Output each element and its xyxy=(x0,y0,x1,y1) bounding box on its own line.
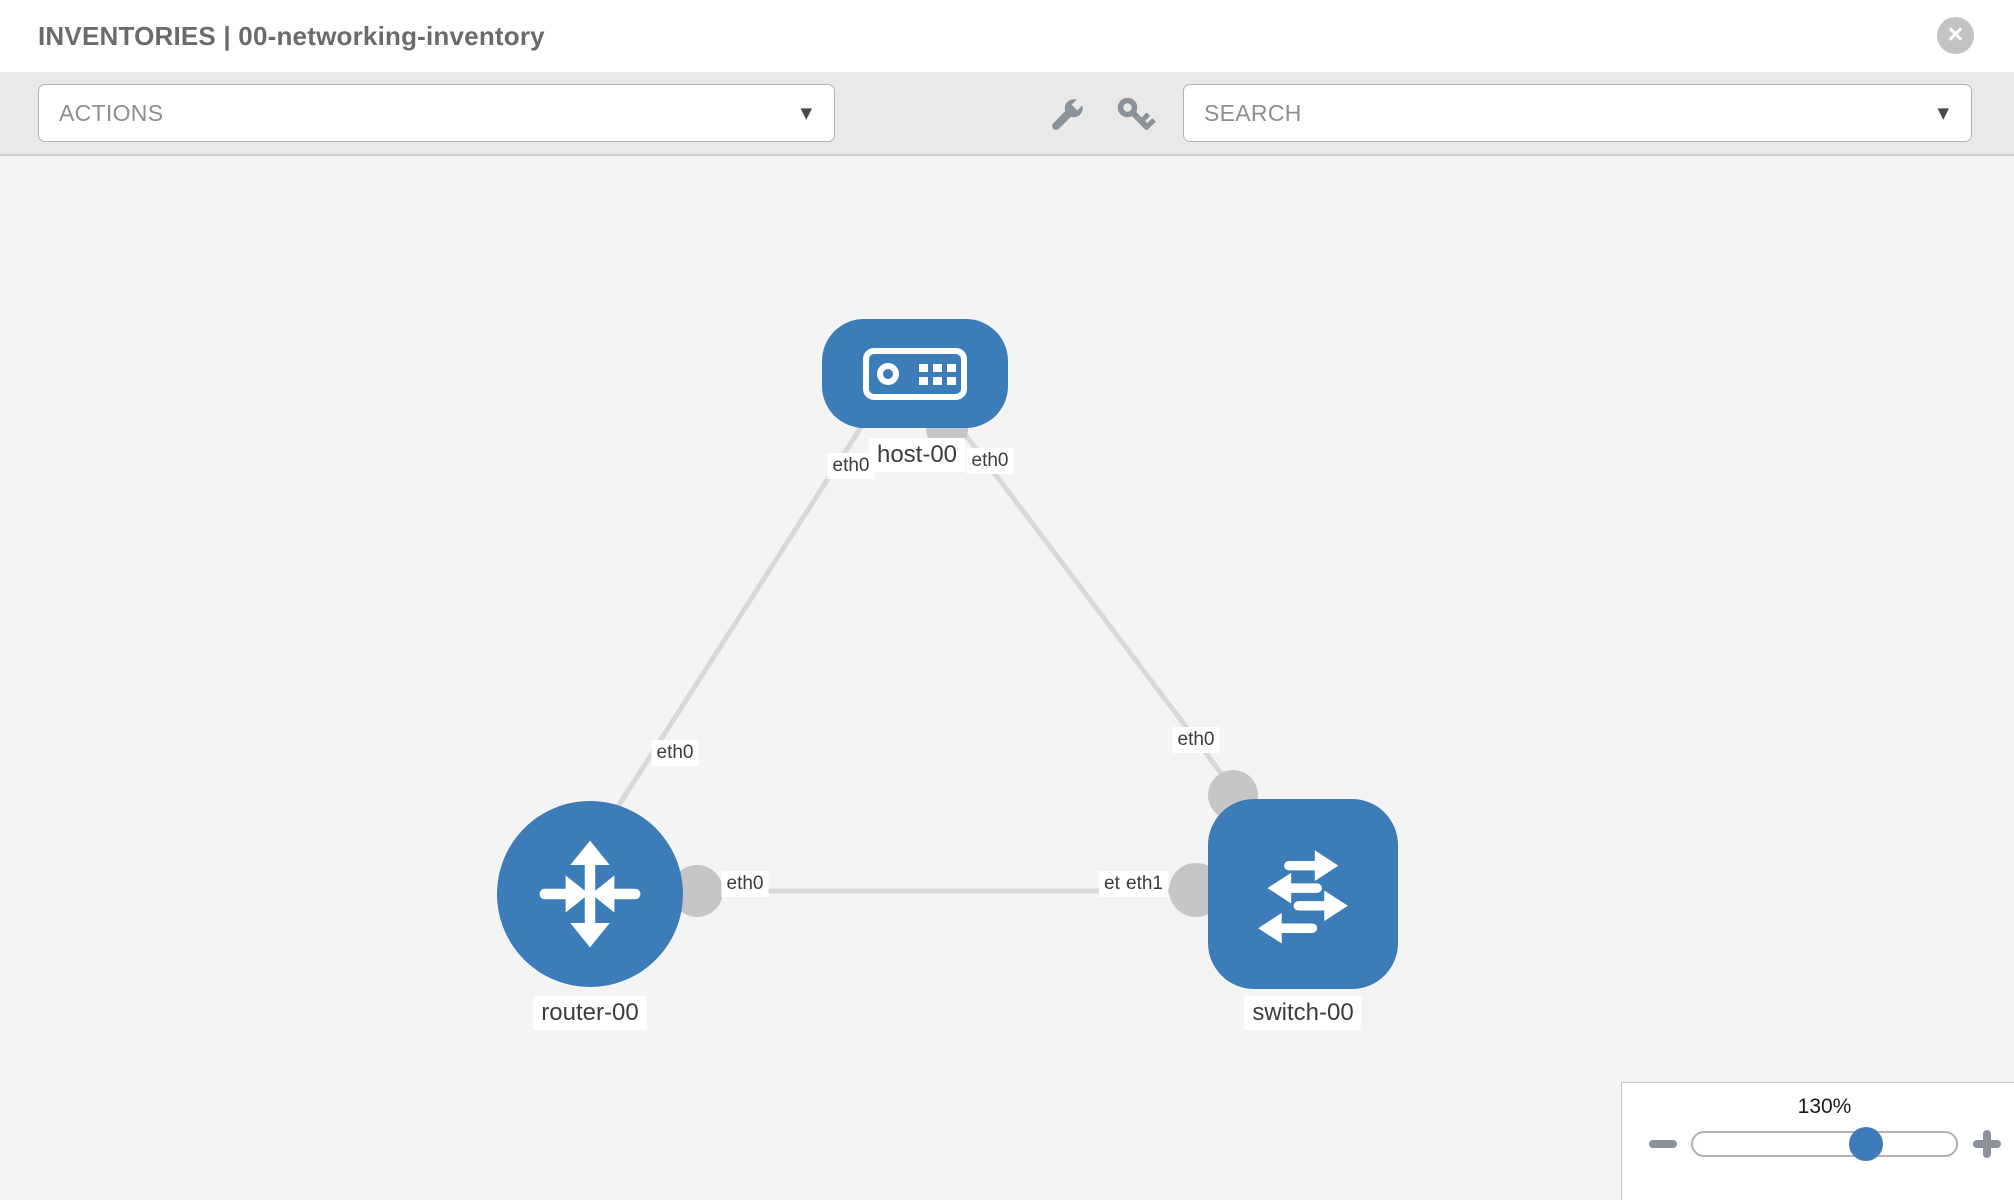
zoom-in-button[interactable] xyxy=(1973,1130,2001,1158)
key-icon xyxy=(1117,97,1156,131)
iface-label-switch-eth1: eth1 xyxy=(1121,871,1168,897)
node-switch-00[interactable] xyxy=(1208,799,1398,989)
node-label-router-00: router-00 xyxy=(533,996,647,1030)
plus-icon xyxy=(1983,1130,1991,1158)
zoom-slider[interactable] xyxy=(1691,1127,1958,1161)
iface-label-router-eth0: eth0 xyxy=(721,871,769,897)
close-button[interactable]: × xyxy=(1937,17,1974,54)
zoom-level-readout: 130% xyxy=(1797,1095,1852,1118)
node-host-00[interactable] xyxy=(822,319,1008,428)
toolbar: ACTIONS ▼ SEARC xyxy=(0,72,2014,156)
close-icon: × xyxy=(1947,19,1964,49)
host-icon xyxy=(863,347,967,400)
zoom-out-button[interactable] xyxy=(1649,1140,1677,1148)
page-header: INVENTORIES | 00-networking-inventory × xyxy=(0,0,2014,72)
topology-canvas[interactable]: host-00 router-00 switch-00 eth0 eth0 et… xyxy=(0,156,2014,1200)
node-label-switch-00: switch-00 xyxy=(1244,996,1362,1030)
node-label-host-00: host-00 xyxy=(868,438,966,472)
search-dropdown[interactable]: SEARCH ▼ xyxy=(1183,84,1972,142)
router-icon xyxy=(539,840,641,948)
node-router-00[interactable] xyxy=(497,801,683,987)
search-dropdown-label: SEARCH xyxy=(1204,100,1302,126)
zoom-slider-thumb[interactable] xyxy=(1849,1127,1883,1161)
actions-dropdown-label: ACTIONS xyxy=(59,100,164,126)
iface-label-router-eth0-up: eth0 xyxy=(651,740,699,766)
iface-label-host-eth0-left: eth0 xyxy=(827,453,875,479)
caret-down-icon: ▼ xyxy=(800,104,812,122)
link-lines xyxy=(614,419,1235,894)
switch-icon xyxy=(1258,850,1348,944)
zoom-panel: 130% xyxy=(1621,1082,2014,1200)
credentials-button[interactable] xyxy=(1114,94,1158,138)
iface-label-switch-eth0: eth0 xyxy=(1172,727,1220,753)
iface-label-host-eth0-right: eth0 xyxy=(966,448,1014,474)
page-title: INVENTORIES | 00-networking-inventory xyxy=(38,21,545,51)
actions-dropdown[interactable]: ACTIONS ▼ xyxy=(38,84,835,142)
caret-down-icon: ▼ xyxy=(1937,104,1949,122)
tools-button[interactable] xyxy=(1044,94,1088,138)
wrench-icon xyxy=(1052,97,1085,130)
